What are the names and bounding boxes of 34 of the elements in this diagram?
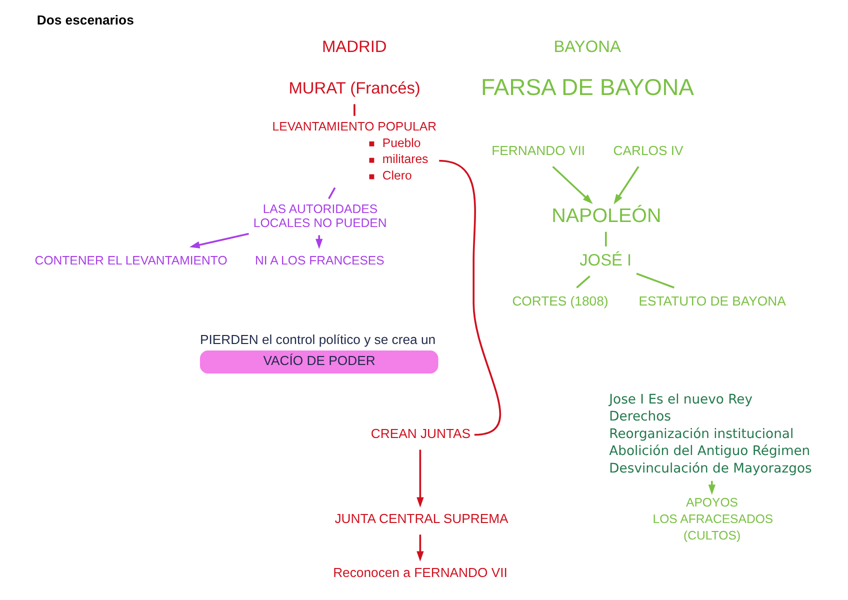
node-text: NAPOLEÓN (551, 205, 661, 228)
node-label: PIERDEN el control político y se crea un (199, 332, 436, 347)
node-text: LAS AUTORIDADES LOCALES NO PUEDEN (252, 202, 386, 230)
connector (576, 276, 590, 288)
label: FARSA DE BAYONA (480, 74, 694, 100)
connector (328, 187, 336, 200)
node-text: MURAT (Francés) (288, 79, 420, 98)
node-text: APOYOS LOS AFRACESADOS (CULTOS) (652, 496, 773, 543)
node-text: FERNANDO VII (491, 142, 585, 158)
node-text: Reconocen a FERNANDO VII (332, 564, 507, 580)
arrow (416, 534, 424, 562)
connector (636, 272, 674, 288)
node-text: ESTATUTO DE BAYONA (638, 294, 786, 309)
node-text: LEVANTAMIENTO POPULAR Pueblo militares Clero (272, 119, 436, 183)
arrow (552, 166, 592, 204)
arrow (315, 235, 322, 250)
node-text: CORTES (1808) (512, 294, 608, 309)
connector (353, 104, 355, 116)
connector (438, 160, 500, 436)
node-text: JOSÉ I (579, 251, 632, 270)
node-text: NI A LOS FRANCESES (254, 254, 384, 268)
connector (604, 232, 606, 246)
arrow (188, 232, 248, 248)
arrow (613, 166, 639, 204)
node-text: CARLOS IV (612, 142, 683, 158)
diagram-title: Dos escenarios (36, 12, 134, 28)
label: BAYONA (553, 38, 620, 56)
node-text: JUNTA CENTRAL SUPREMA (334, 510, 508, 526)
node-box: VACÍO DE PODER (199, 350, 438, 374)
arrow (416, 450, 424, 508)
node-text: CONTENER EL LEVANTAMIENTO (34, 254, 227, 268)
label: MADRID (321, 38, 386, 56)
node-text: Jose I Es el nuevo Rey Derechos Reorganización institucional Abolición del Antiguo Régimen Desvinculación de Mayorazgos (608, 392, 812, 476)
node-text: CREAN JUNTAS (370, 426, 470, 441)
